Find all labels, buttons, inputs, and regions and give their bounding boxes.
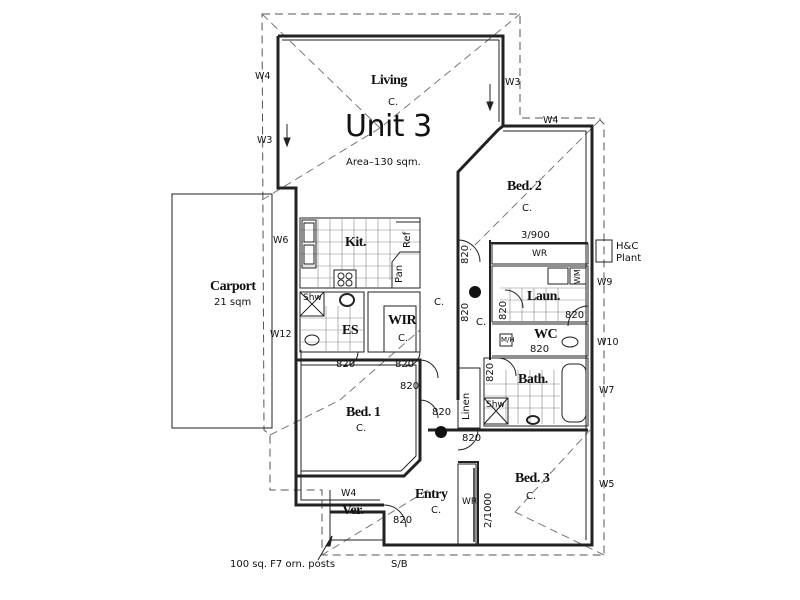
plan-title: Unit 3 xyxy=(345,109,432,144)
ceiling-marker: C. xyxy=(526,491,537,502)
ceiling-marker: C. xyxy=(522,203,533,214)
room-label-kitchen: Kit. xyxy=(345,235,366,250)
sb-label: S/B xyxy=(391,559,408,570)
kitchen-area xyxy=(299,217,421,289)
downlight-dot xyxy=(469,286,481,298)
ensuite-shower-label: Shw xyxy=(303,293,322,303)
door-size: 820 xyxy=(460,244,471,264)
room-label-wir: WIR xyxy=(388,313,417,328)
window-label: W4 xyxy=(341,488,357,499)
room-label-ref: Ref xyxy=(402,231,413,248)
ensuite-area xyxy=(299,291,365,353)
hc-plant-label: H&C xyxy=(616,241,639,252)
door-size: 820 xyxy=(460,302,471,322)
door-size: 820 xyxy=(393,515,413,526)
bed2-robe-size: 3/900 xyxy=(521,230,550,241)
plan-area: Area–130 sqm. xyxy=(346,157,421,168)
window-label: W3 xyxy=(505,77,521,88)
hc-plant-label: Plant xyxy=(616,253,642,264)
window-label: W3 xyxy=(257,135,273,146)
room-label-living: Living xyxy=(371,73,407,88)
window-label: W4 xyxy=(543,115,559,126)
room-label-bed3: Bed. 3 xyxy=(515,471,550,486)
window-label: W4 xyxy=(255,71,271,82)
bath-shower-label: Shw xyxy=(486,400,505,410)
room-label-entry: Entry xyxy=(415,487,448,502)
living-walls xyxy=(278,34,505,400)
room-label-bath: Bath. xyxy=(518,372,548,387)
ceiling-marker: C. xyxy=(476,317,487,328)
bed1-walls xyxy=(296,358,422,478)
posts-note: 100 sq. F7 orn. posts xyxy=(230,559,336,570)
room-label-verandah: Ver. xyxy=(342,503,364,518)
room-label-laundry: Laun. xyxy=(527,289,560,304)
door-size: 820 xyxy=(498,300,509,320)
window-label: W6 xyxy=(273,235,289,246)
door-size: 820 xyxy=(400,381,420,392)
bed3-wardrobe xyxy=(457,463,477,545)
window-label: W7 xyxy=(599,385,615,396)
door-size: 820 xyxy=(462,433,482,444)
linen-label: Linen xyxy=(461,392,472,420)
bathroom-area xyxy=(483,357,589,427)
room-label-wc: WC xyxy=(534,327,558,342)
washing-machine-label: WM xyxy=(573,269,582,284)
bed2-walls xyxy=(330,124,594,547)
downlight-dot xyxy=(435,426,447,438)
linen-cupboard xyxy=(457,367,481,429)
door-size: 820 xyxy=(336,359,356,370)
meter-hole-label: M/H xyxy=(501,336,515,344)
ceiling-marker: C. xyxy=(398,333,409,344)
door-size: 820 xyxy=(395,359,415,370)
door-size: 820 xyxy=(530,344,550,355)
window-label: W5 xyxy=(599,479,615,490)
door-size: 820 xyxy=(565,310,585,321)
window-label: W10 xyxy=(597,337,619,348)
window-label: W12 xyxy=(270,329,292,340)
room-label-bed2: Bed. 2 xyxy=(507,179,542,194)
room-label-carport: Carport xyxy=(210,279,256,294)
carport-area-label: 21 sqm xyxy=(214,297,252,308)
ceiling-marker: C. xyxy=(431,505,442,516)
laundry-area xyxy=(491,265,589,323)
ceiling-marker: C. xyxy=(356,423,367,434)
bed3-wardrobe-label: WR xyxy=(462,497,478,507)
carport-area xyxy=(171,193,273,429)
ceiling-marker: C. xyxy=(434,297,445,308)
bed2-wardrobe-label: WR xyxy=(532,249,548,259)
ceiling-marker: C. xyxy=(388,97,399,108)
bed3-robe-size: 2/1000 xyxy=(483,492,494,528)
room-label-pantry: Pan xyxy=(394,264,405,283)
room-label-ensuite: ES xyxy=(342,323,359,338)
room-label-bed1: Bed. 1 xyxy=(346,405,381,420)
door-size: 820 xyxy=(485,362,496,382)
door-size: 820 xyxy=(432,407,452,418)
window-label: W9 xyxy=(597,277,613,288)
